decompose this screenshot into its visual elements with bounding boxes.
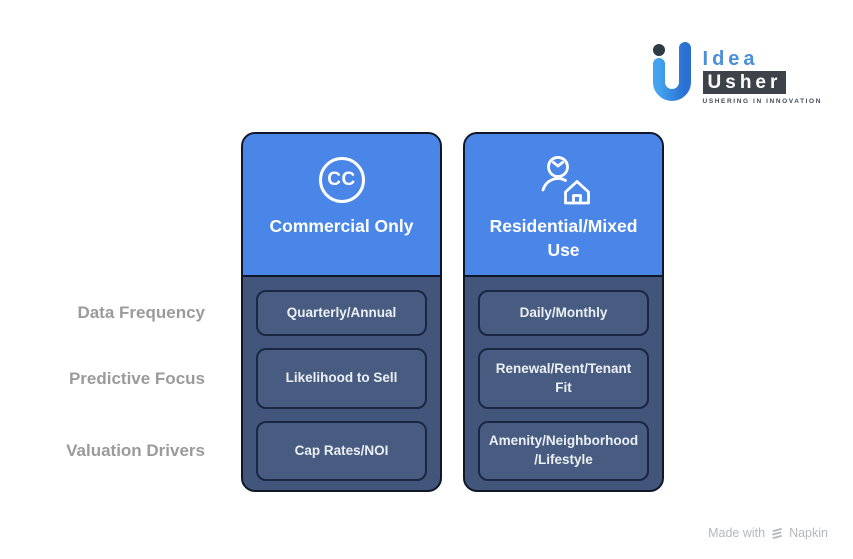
napkin-icon	[772, 527, 782, 539]
logo-usher-text: Usher	[702, 71, 787, 94]
cell-residential-valuation-drivers: Amenity/Neighborhood/Lifestyle	[478, 421, 649, 481]
cell-commercial-valuation-drivers: Cap Rates/NOI	[256, 421, 427, 481]
residential-mixed-use-body: Daily/Monthly Renewal/Rent/Tenant Fit Am…	[465, 277, 662, 481]
cell-residential-data-frequency: Daily/Monthly	[478, 290, 649, 336]
made-with-text: Made with	[708, 526, 766, 540]
napkin-attribution: Made with Napkin	[708, 526, 828, 540]
idea-usher-logo-text: Idea Usher USHERING IN INNOVATION	[702, 42, 822, 105]
row-label-data-frequency: Data Frequency	[77, 303, 205, 322]
commercial-only-header: CC Commercial Only	[243, 134, 440, 277]
person-house-icon	[536, 155, 592, 205]
napkin-brand-text: Napkin	[789, 526, 828, 540]
row-label-predictive-focus: Predictive Focus	[68, 369, 205, 388]
column-title-residential-mixed-use: Residential/Mixed Use	[489, 216, 638, 260]
column-residential-mixed-use: Residential/Mixed Use Daily/Monthly Rene…	[463, 132, 664, 492]
cell-commercial-predictive-focus: Likelihood to Sell	[256, 348, 427, 409]
logo-idea-text: Idea	[702, 48, 759, 70]
cell-residential-predictive-focus: Renewal/Rent/Tenant Fit	[478, 348, 649, 409]
idea-usher-logo: Idea Usher USHERING IN INNOVATION	[647, 42, 822, 105]
cc-icon-letters: CC	[327, 169, 356, 190]
column-title-commercial-only: Commercial Only	[269, 216, 414, 236]
cell-commercial-data-frequency: Quarterly/Annual	[256, 290, 427, 336]
logo-tagline: USHERING IN INNOVATION	[702, 98, 822, 105]
row-label-valuation-drivers: Valuation Drivers	[66, 441, 205, 460]
column-commercial-only: CC Commercial Only Quarterly/Annual Like…	[241, 132, 442, 492]
cc-icon: CC	[318, 155, 365, 205]
idea-usher-u-icon	[652, 42, 691, 101]
commercial-only-body: Quarterly/Annual Likelihood to Sell Cap …	[243, 277, 440, 481]
residential-mixed-use-header: Residential/Mixed Use	[465, 134, 662, 277]
